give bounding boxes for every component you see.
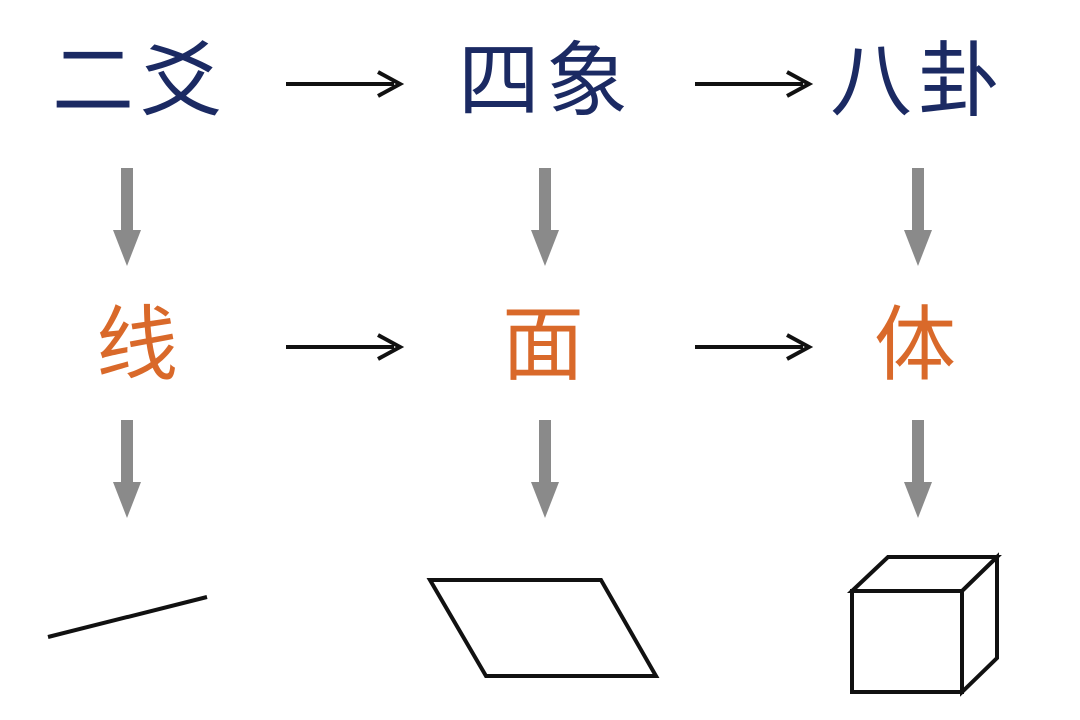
horizontal-arrow-mid-2 <box>695 333 814 361</box>
vertical-arrow-lower-3 <box>904 420 932 518</box>
vertical-arrow-upper-3 <box>904 168 932 266</box>
cube-shape <box>846 552 1002 697</box>
horizontal-arrow-top-2 <box>695 70 814 98</box>
horizontal-arrow-mid-1 <box>286 333 405 361</box>
term-solid: 体 <box>873 298 962 393</box>
horizontal-arrow-top-1 <box>286 70 405 98</box>
vertical-arrow-lower-1 <box>113 420 141 518</box>
vertical-arrow-upper-2 <box>531 168 559 266</box>
term-ba-gua: 八卦 <box>829 34 1006 129</box>
term-line: 线 <box>95 298 184 393</box>
vertical-arrow-upper-1 <box>113 168 141 266</box>
term-er-yao: 二爻 <box>51 34 228 129</box>
term-si-xiang: 四象 <box>457 34 634 129</box>
term-surface: 面 <box>501 298 590 393</box>
parallelogram-shape <box>426 578 660 678</box>
line-segment-shape <box>47 595 208 639</box>
vertical-arrow-lower-2 <box>531 420 559 518</box>
